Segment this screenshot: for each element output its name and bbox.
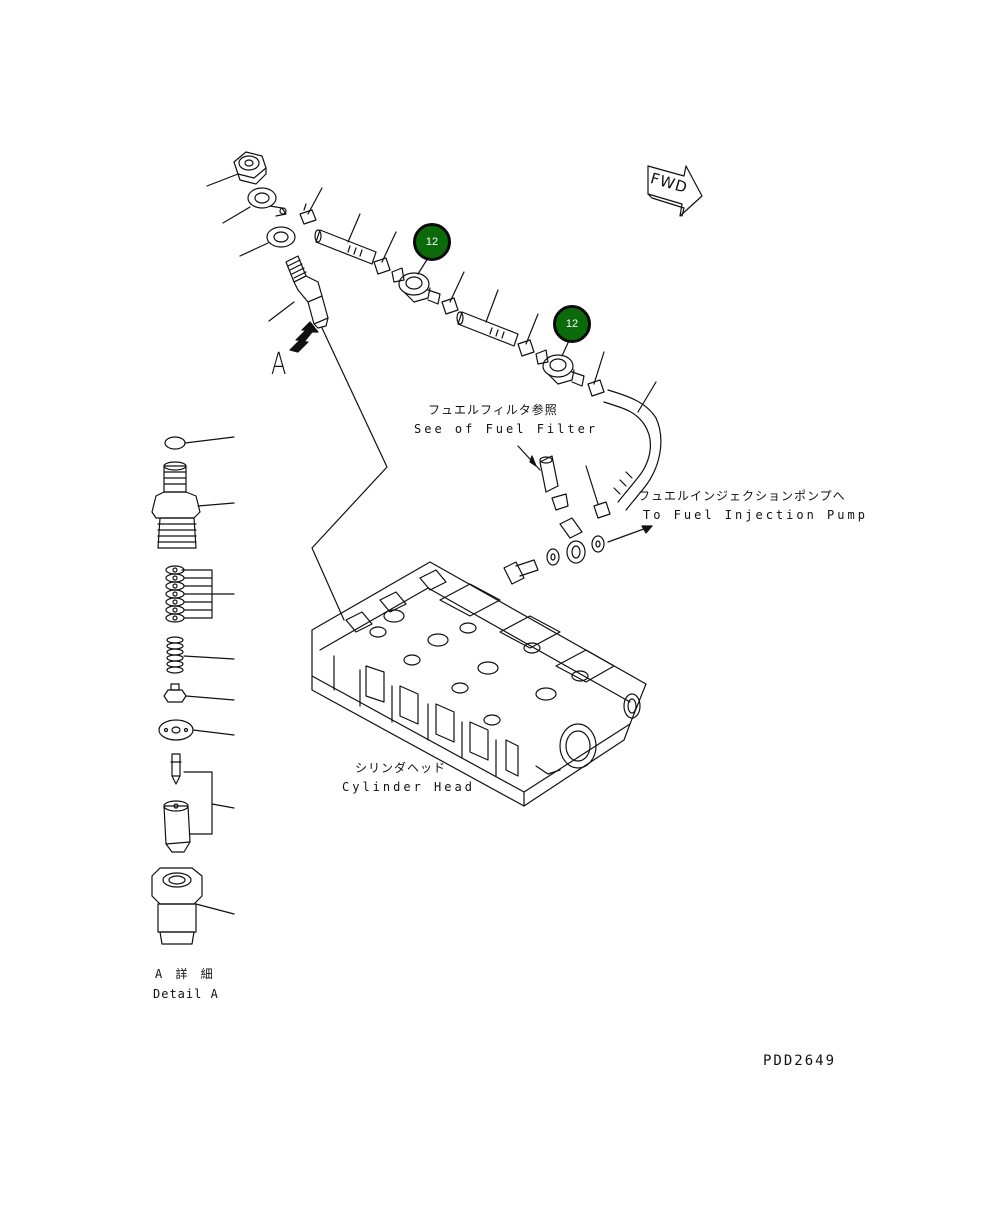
arrowhead	[641, 525, 653, 534]
detail-a-nozzle-holder	[151, 461, 201, 549]
fwd-arrow	[647, 165, 703, 217]
callout-12-lower[interactable]: 12	[553, 305, 591, 343]
leader-line	[525, 313, 539, 345]
detail-a-distance-piece	[158, 719, 194, 741]
detail-a-spring-seat	[163, 683, 187, 703]
clip-5	[587, 379, 605, 397]
clip-6	[593, 501, 611, 519]
washer-right	[591, 535, 605, 553]
reference-line	[517, 445, 541, 471]
leader-line	[184, 436, 235, 444]
detail-a-spring	[166, 636, 184, 674]
leader-line	[185, 695, 235, 701]
injection-pump-label-en: To Fuel Injection Pump	[643, 508, 868, 522]
elbow-fitting	[559, 517, 586, 564]
cylinder-head	[311, 561, 647, 807]
view-a-label: A	[271, 347, 287, 382]
injection-pump-label-jp: フュエルインジェクションポンプへ	[638, 489, 846, 503]
leader-line	[637, 381, 657, 413]
clip-3	[441, 297, 459, 315]
leader-line	[197, 502, 235, 507]
reference-line	[311, 327, 388, 621]
leader-line	[307, 187, 323, 215]
clip-2	[373, 257, 391, 275]
arrowhead	[529, 455, 537, 467]
injector-nozzle	[285, 255, 329, 329]
cylinder-head-label-en: Cylinder Head	[342, 780, 475, 794]
leader-line	[268, 301, 295, 322]
callout-12-upper[interactable]: 12	[413, 223, 451, 261]
leader-line	[449, 271, 465, 303]
leader-line	[206, 173, 239, 187]
clip-4	[517, 339, 535, 357]
banjo-fitting-1	[391, 267, 441, 305]
leader-line	[222, 206, 251, 224]
hose-1	[314, 229, 377, 265]
detail-a-label-jp: A 詳 細	[155, 967, 216, 981]
banjo-washer-top	[247, 187, 287, 217]
clip-7	[551, 493, 569, 511]
eye-bolt	[503, 559, 539, 585]
detail-a-needle	[170, 753, 182, 785]
leader-line	[183, 771, 235, 835]
leader-line	[192, 729, 235, 736]
cylinder-head-label-jp: シリンダヘッド	[355, 761, 447, 775]
leader-line	[585, 465, 599, 505]
detail-a-label-en: Detail A	[153, 987, 219, 1001]
banjo-fitting-2	[535, 349, 585, 387]
leader-line	[347, 213, 361, 243]
leader-line	[381, 231, 397, 263]
cap-nut	[233, 151, 267, 185]
leader-line	[181, 569, 235, 619]
detail-a-shim	[164, 436, 186, 450]
fuel-filter-label-en: See of Fuel Filter	[414, 422, 599, 436]
leader-line	[195, 903, 235, 915]
leader-line	[593, 351, 605, 385]
detail-a-shims	[165, 565, 185, 623]
clip-1	[299, 203, 317, 225]
leader-line	[183, 655, 235, 660]
leader-line	[239, 242, 269, 257]
return-hose	[603, 389, 662, 511]
sealing-washer	[266, 226, 296, 248]
washer-left	[546, 548, 560, 566]
fuel-filter-hose	[539, 455, 559, 493]
hose-2	[456, 311, 519, 347]
drawing-code: PDD2649	[763, 1053, 837, 1069]
view-a-arrow	[289, 321, 319, 353]
detail-a-retaining-nut	[151, 867, 203, 945]
detail-a-nozzle-body	[163, 800, 191, 853]
fuel-filter-label-jp: フュエルフィルタ参照	[428, 403, 558, 417]
leader-line	[485, 289, 499, 323]
